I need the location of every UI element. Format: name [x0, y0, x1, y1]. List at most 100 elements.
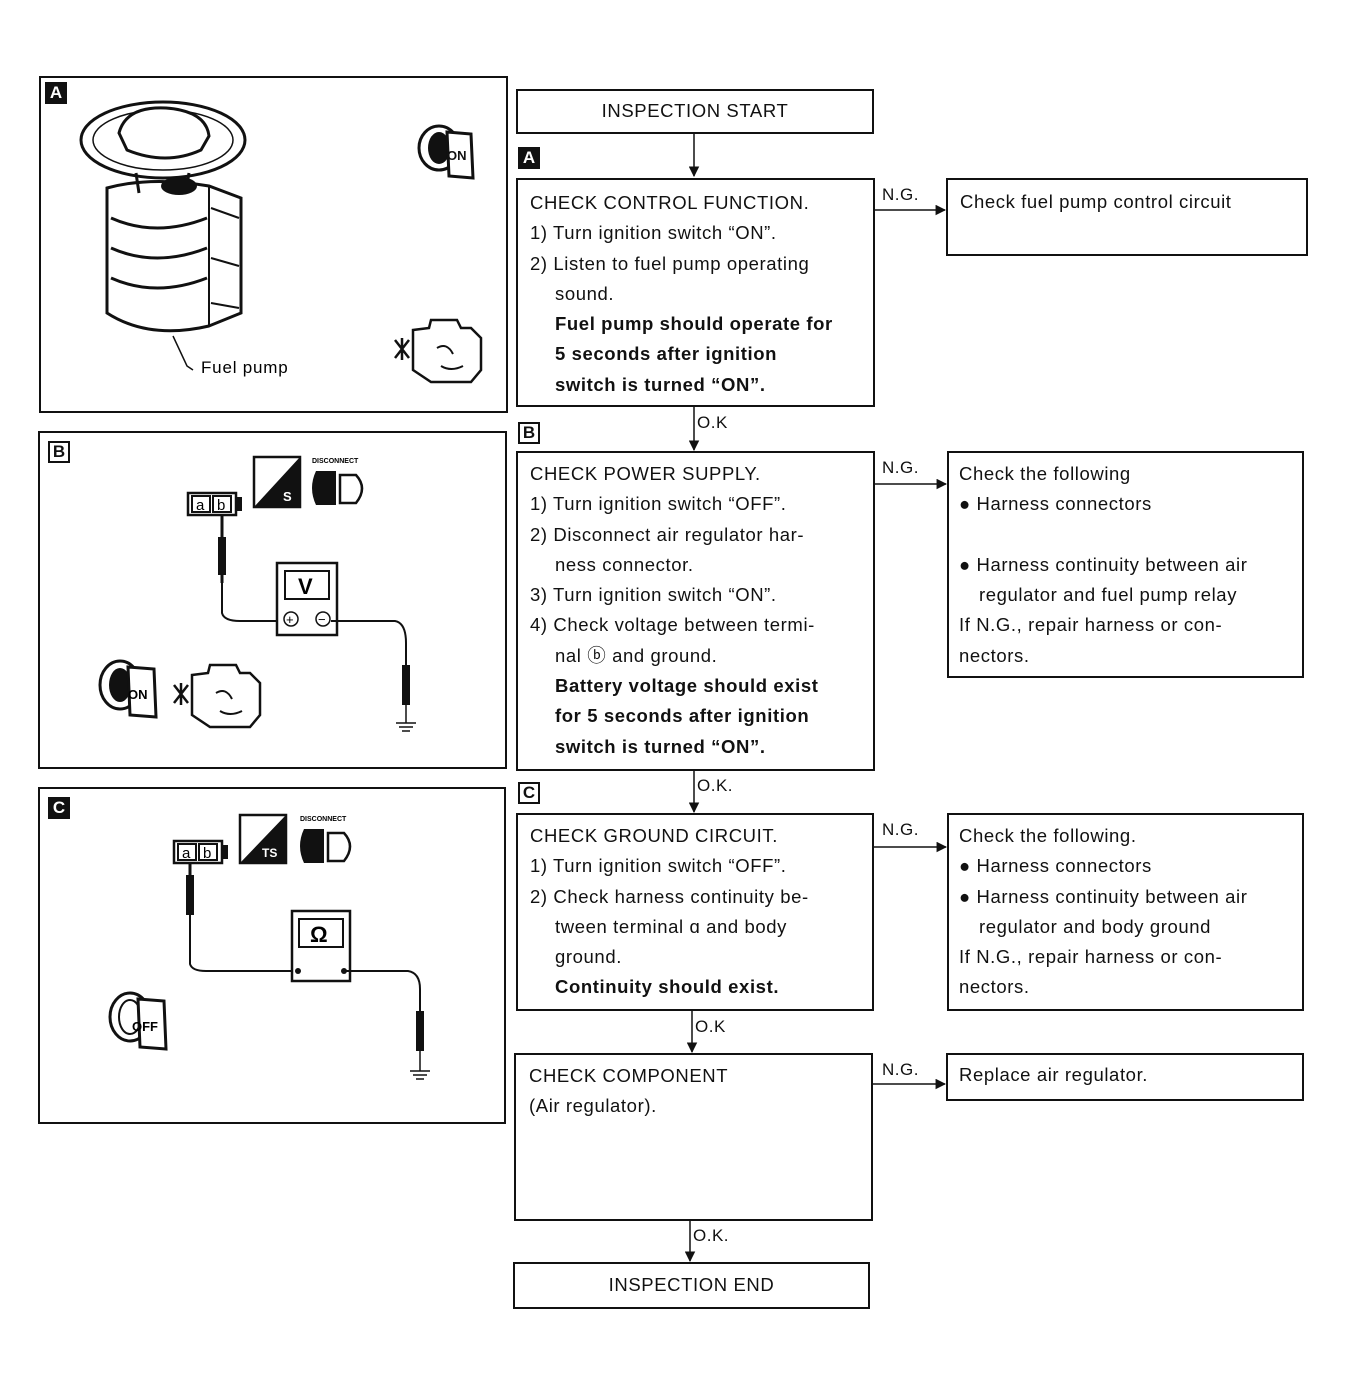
svg-text:+: +	[286, 612, 294, 627]
harness-connector-icon-c: a b	[172, 839, 228, 865]
disconnect-icon: DISCONNECT	[312, 458, 364, 505]
inspection-end-box: INSPECTION END	[513, 1262, 870, 1309]
step-d-ng-line: Replace air regulator.	[959, 1064, 1149, 1085]
svg-text:b: b	[203, 845, 211, 862]
step-b-line: nal ⓑ and ground.	[555, 644, 718, 666]
step-a-box: CHECK CONTROL FUNCTION. 1) Turn ignition…	[516, 178, 875, 407]
svg-text:b: b	[217, 497, 225, 514]
engine-icon	[394, 318, 483, 384]
harness-connector-icon: a b	[186, 491, 242, 517]
step-a-expected: 5 seconds after ignition	[555, 343, 778, 365]
ground-symbol-c	[410, 1051, 430, 1080]
step-b-expected: Battery voltage should exist	[555, 675, 819, 697]
step-a-ok-label: O.K	[697, 413, 728, 432]
step-c-ng-box: Check the following. ● Harness connector…	[947, 813, 1304, 1011]
step-b-title: CHECK POWER SUPPLY.	[530, 463, 761, 484]
step-b-ng-box: Check the following ● Harness connectors…	[947, 451, 1304, 678]
step-b-ng-line: Check the following	[959, 463, 1131, 484]
step-b-ng-line: ● Harness continuity between air	[959, 553, 1248, 575]
panel-a-tag: A	[45, 82, 67, 104]
ignition-key-on-icon: ON	[417, 124, 475, 180]
panel-c: C a b TS DISCONNECT Ω	[38, 787, 506, 1124]
ignition-key-on-icon-b: ON	[98, 659, 158, 719]
step-c-expected: Continuity should exist.	[555, 976, 780, 998]
step-d-ng-box: Replace air regulator.	[946, 1053, 1304, 1101]
panel-b-tag: B	[48, 441, 70, 463]
ignition-key-off-icon: OFF	[108, 991, 168, 1051]
step-b-line: 1) Turn ignition switch “OFF”.	[530, 493, 787, 515]
step-d-title: CHECK COMPONENT	[529, 1065, 729, 1086]
fuel-pump-callout: Fuel pump	[201, 358, 289, 377]
step-c-ng-line: If N.G., repair harness or con-	[959, 946, 1223, 968]
step-a-line: 1) Turn ignition switch “ON”.	[530, 222, 777, 244]
step-b-ng-line: nectors.	[959, 644, 1030, 666]
svg-text:DISCONNECT: DISCONNECT	[300, 816, 347, 823]
svg-text:OFF: OFF	[132, 1019, 158, 1034]
probe-wire-a	[189, 915, 298, 972]
step-a-line: 2) Listen to fuel pump operating	[530, 252, 810, 274]
step-a-ng-box: Check fuel pump control circuit	[946, 178, 1308, 256]
svg-text:a: a	[196, 497, 205, 514]
step-c-line: tween terminal ɑ and body	[555, 915, 787, 937]
step-c-ng-line: ● Harness connectors	[959, 855, 1152, 877]
pump-flange	[79, 100, 247, 180]
fuel-pump-callout-line	[172, 335, 194, 371]
svg-text:DISCONNECT: DISCONNECT	[312, 458, 359, 465]
svg-text:ON: ON	[447, 148, 467, 163]
svg-text:a: a	[182, 845, 191, 862]
panel-a: A Fuel pump ON	[39, 76, 508, 413]
step-c-ng-label: N.G.	[882, 820, 919, 839]
pump-cap	[117, 106, 211, 160]
step-b-ng-line: If N.G., repair harness or con-	[959, 614, 1223, 636]
step-c-ng-line: regulator and body ground	[979, 915, 1212, 937]
inspection-start-label: INSPECTION START	[601, 100, 789, 121]
step-a-tag: A	[518, 147, 540, 169]
step-a-line: sound.	[555, 282, 615, 304]
voltmeter-icon: V + −	[275, 561, 339, 637]
step-a-ng-label: N.G.	[882, 185, 919, 204]
ts-icon: S	[252, 455, 302, 509]
step-a-title: CHECK CONTROL FUNCTION.	[530, 192, 810, 213]
panel-c-tag: C	[48, 797, 70, 819]
step-c-box: CHECK GROUND CIRCUIT. 1) Turn ignition s…	[516, 813, 874, 1011]
step-a-ng-line: Check fuel pump control circuit	[960, 191, 1232, 212]
step-b-ng-line	[959, 520, 1302, 550]
probe-wire-negative	[331, 620, 407, 665]
step-b-ng-line: regulator and fuel pump relay	[979, 584, 1238, 606]
step-c-line: ground.	[555, 946, 622, 968]
step-b-ng-label: N.G.	[882, 458, 919, 477]
inspection-start-box: INSPECTION START	[516, 89, 874, 134]
step-c-ng-line: nectors.	[959, 976, 1030, 998]
step-c-title: CHECK GROUND CIRCUIT.	[530, 825, 778, 846]
step-d-ok-label: O.K.	[693, 1226, 730, 1245]
step-b-line: 3) Turn ignition switch “ON”.	[530, 584, 777, 606]
step-b-expected: switch is turned “ON”.	[555, 735, 766, 757]
step-b-line: 2) Disconnect air regulator har-	[530, 523, 805, 545]
fuel-pump-illustration: Fuel pump ON	[79, 100, 483, 384]
step-c-ng-line: Check the following.	[959, 825, 1137, 846]
voltage-check-illustration: a b S DISCONNECT V + −	[98, 455, 416, 732]
step-c-ok-label: O.K	[695, 1017, 726, 1036]
step-b-box: CHECK POWER SUPPLY. 1) Turn ignition swi…	[516, 451, 875, 771]
step-b-line: 4) Check voltage between termi-	[530, 614, 815, 636]
step-a-expected: Fuel pump should operate for	[555, 313, 833, 335]
probe-wire-positive	[221, 583, 288, 622]
step-c-line: 1) Turn ignition switch “OFF”.	[530, 855, 787, 877]
step-b-ng-line: ● Harness connectors	[959, 493, 1152, 515]
svg-text:Ω: Ω	[310, 922, 328, 947]
step-c-ng-line: ● Harness continuity between air	[959, 885, 1248, 907]
ground-symbol	[396, 705, 416, 732]
ohmmeter-icon: Ω	[290, 909, 352, 983]
step-d-ng-label: N.G.	[882, 1060, 919, 1079]
step-b-ok-label: O.K.	[697, 776, 734, 795]
disconnect-icon-c: DISCONNECT	[300, 816, 352, 863]
step-b-expected: for 5 seconds after ignition	[555, 705, 810, 727]
step-d-box: CHECK COMPONENT (Air regulator).	[514, 1053, 873, 1221]
svg-text:−: −	[318, 612, 326, 627]
step-c-line: 2) Check harness continuity be-	[530, 885, 809, 907]
probe-wire-ground	[344, 970, 421, 1011]
svg-text:S: S	[283, 489, 292, 504]
svg-text:V: V	[298, 574, 313, 599]
step-d-line: (Air regulator).	[529, 1095, 657, 1117]
step-b-tag: B	[518, 422, 540, 444]
